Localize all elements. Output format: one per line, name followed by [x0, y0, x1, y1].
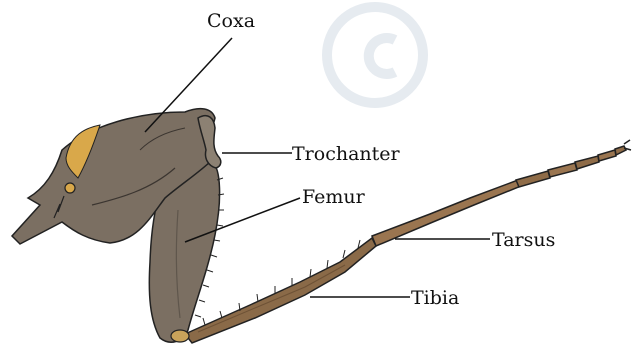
label-trochanter: Trochanter: [292, 145, 400, 164]
label-tibia: Tibia: [411, 289, 459, 308]
label-coxa: Coxa: [207, 12, 255, 31]
label-tarsus: Tarsus: [492, 231, 555, 250]
label-femur: Femur: [302, 188, 365, 207]
copyright-watermark: [327, 7, 423, 103]
tibia: [185, 238, 376, 343]
